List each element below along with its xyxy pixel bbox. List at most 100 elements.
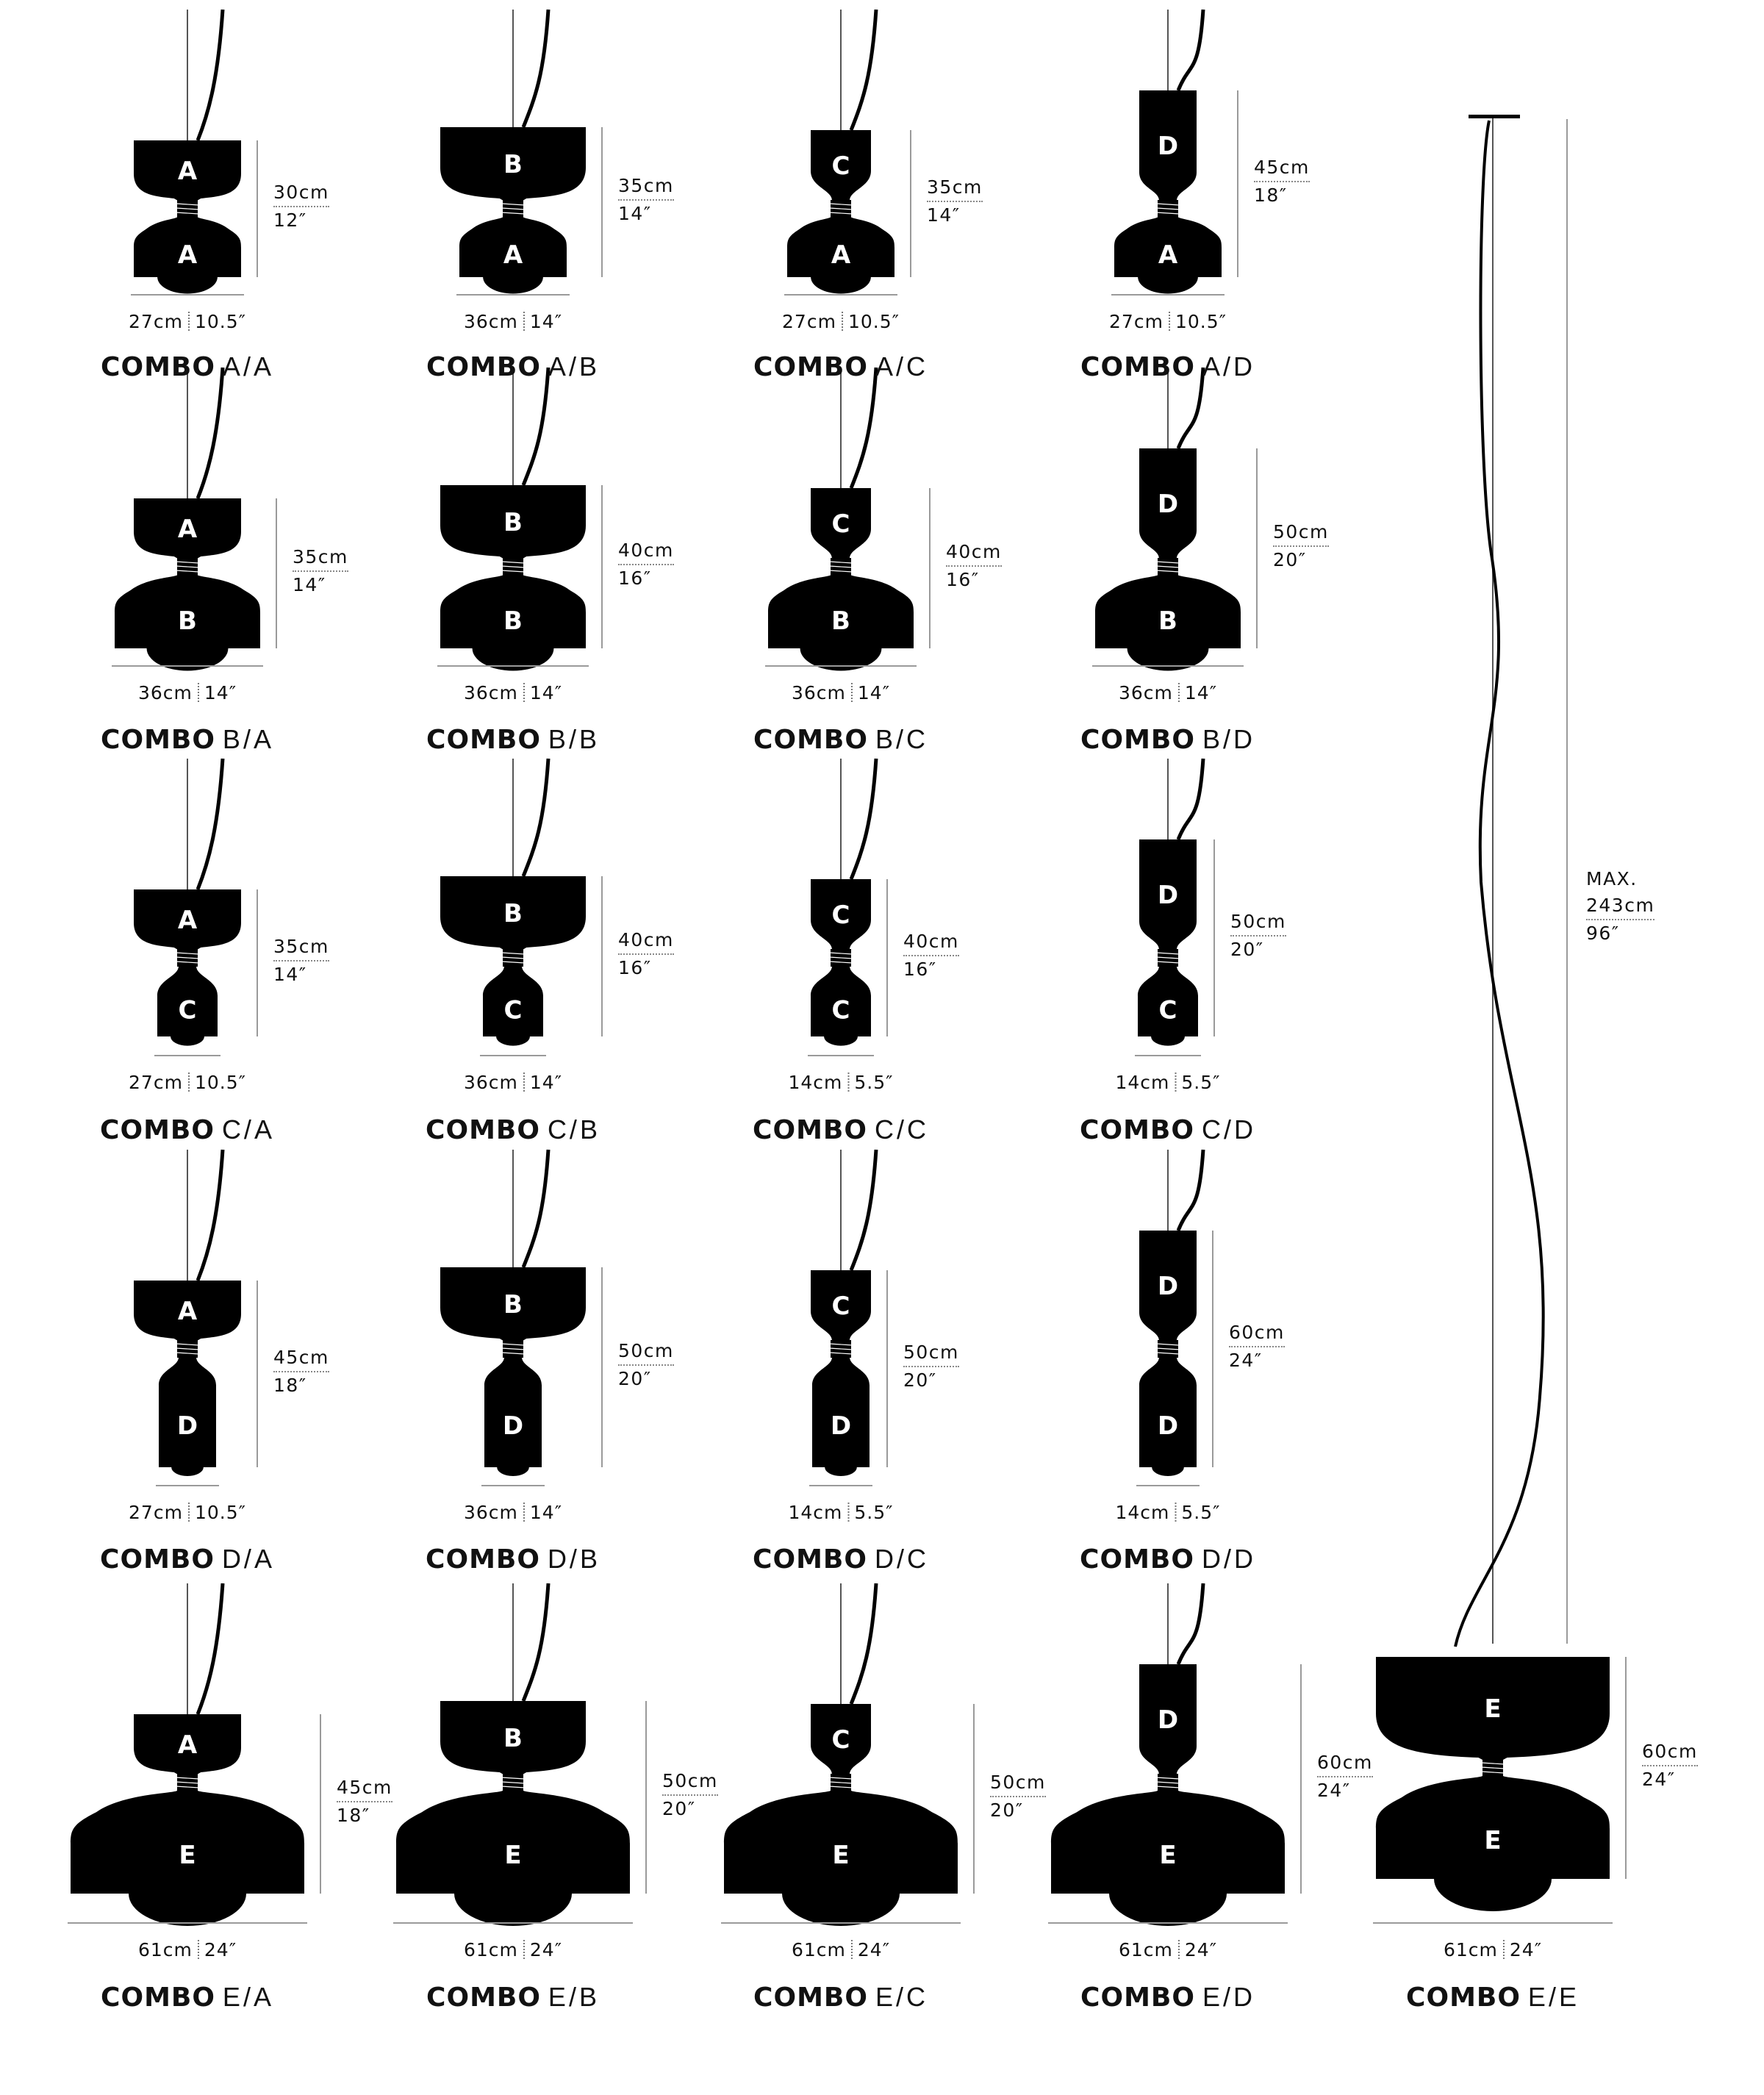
- power-cable: [521, 367, 551, 486]
- combo-name: A/A: [222, 351, 274, 382]
- shade-bottom-C: [811, 966, 871, 1036]
- lamp-B-B: BB: [437, 367, 603, 671]
- shade-top-A: [134, 140, 241, 201]
- height-in: 24″: [1642, 1769, 1676, 1790]
- shade-bottom-label: E: [179, 1841, 196, 1870]
- bulb-icon: [146, 648, 229, 671]
- shade-bottom-E: [71, 1791, 304, 1894]
- shade-top-B: [440, 876, 586, 950]
- shade-bottom-E: [724, 1791, 958, 1894]
- combo-prefix: COMBO: [100, 1115, 215, 1145]
- bulb-icon: [800, 648, 882, 671]
- shade-bottom-B: [768, 575, 914, 648]
- lamp-E-E: EE: [1373, 1657, 1627, 1924]
- power-cable: [1176, 758, 1205, 840]
- height-in: 20″: [618, 1368, 652, 1389]
- shade-bottom-B: [1095, 575, 1241, 648]
- combo-prefix: COMBO: [753, 1544, 867, 1575]
- ceiling-canopy-icon: [1469, 115, 1520, 118]
- width-cm: 61cm: [1118, 1939, 1173, 1960]
- shade-top-B: [440, 127, 586, 201]
- bulb-icon: [1151, 1036, 1185, 1046]
- combo-prefix: COMBO: [753, 1115, 867, 1145]
- height-cm: 50cm: [1230, 909, 1286, 937]
- bulb-icon: [824, 1036, 858, 1046]
- separator: [523, 683, 525, 702]
- height-in: 16″: [618, 567, 652, 589]
- power-cable: [1176, 9, 1205, 91]
- shade-top-C: [811, 1270, 871, 1341]
- shade-bottom-label: B: [178, 606, 197, 636]
- height-in: 14″: [927, 204, 961, 226]
- shade-bottom-label: E: [832, 1841, 849, 1870]
- combo-name: E/C: [875, 1982, 928, 2012]
- height-in: 14″: [293, 574, 326, 595]
- width-in: 14″: [204, 682, 237, 703]
- separator: [847, 1503, 850, 1522]
- combo-prefix: COMBO: [100, 1544, 215, 1575]
- width-cm: 36cm: [463, 1502, 518, 1523]
- shade-bottom-A: [787, 217, 894, 277]
- combo-prefix: COMBO: [101, 352, 215, 382]
- width-cm: 27cm: [1109, 311, 1164, 332]
- separator: [1175, 1503, 1177, 1522]
- combo-name: E/A: [222, 1982, 274, 2012]
- separator: [1175, 1072, 1177, 1092]
- shade-top-label: B: [503, 1724, 523, 1753]
- separator: [850, 1940, 853, 1959]
- shade-top-label: B: [503, 899, 523, 928]
- shade-bottom-E: [1376, 1776, 1610, 1879]
- shade-bottom-label: A: [503, 240, 523, 270]
- shade-bottom-label: E: [1159, 1841, 1176, 1870]
- shade-top-C: [811, 130, 871, 201]
- width-cm: 36cm: [463, 682, 518, 703]
- height-cm: 50cm: [618, 1338, 674, 1366]
- shade-bottom-D: [1139, 1357, 1197, 1467]
- height-cm: 35cm: [273, 934, 329, 961]
- height-cm: 45cm: [337, 1775, 392, 1802]
- combo-prefix: COMBO: [1080, 352, 1195, 382]
- width-in: 10.5″: [194, 1502, 246, 1523]
- bulb-icon: [472, 648, 554, 671]
- height-cm: 40cm: [618, 537, 674, 565]
- combo-prefix: COMBO: [753, 352, 868, 382]
- combo-name: A/C: [875, 351, 928, 382]
- max-label: MAX.: [1586, 868, 1638, 889]
- width-cm: 36cm: [137, 682, 193, 703]
- height-in: 20″: [990, 1799, 1024, 1821]
- shade-bottom-label: B: [503, 606, 523, 636]
- power-cable: [1454, 120, 1545, 1647]
- width-cm: 27cm: [129, 1072, 183, 1093]
- shade-top-D: [1139, 1231, 1197, 1341]
- height-cm: 35cm: [293, 544, 348, 572]
- shade-bottom-A: [459, 217, 567, 277]
- height-cm: 35cm: [927, 174, 983, 202]
- shade-bottom-label: C: [504, 996, 523, 1025]
- width-cm: 36cm: [791, 682, 846, 703]
- height-in: 14″: [273, 964, 307, 985]
- power-cable: [521, 1583, 551, 1702]
- shade-top-label: A: [178, 157, 198, 186]
- combo-prefix: COMBO: [1080, 725, 1195, 755]
